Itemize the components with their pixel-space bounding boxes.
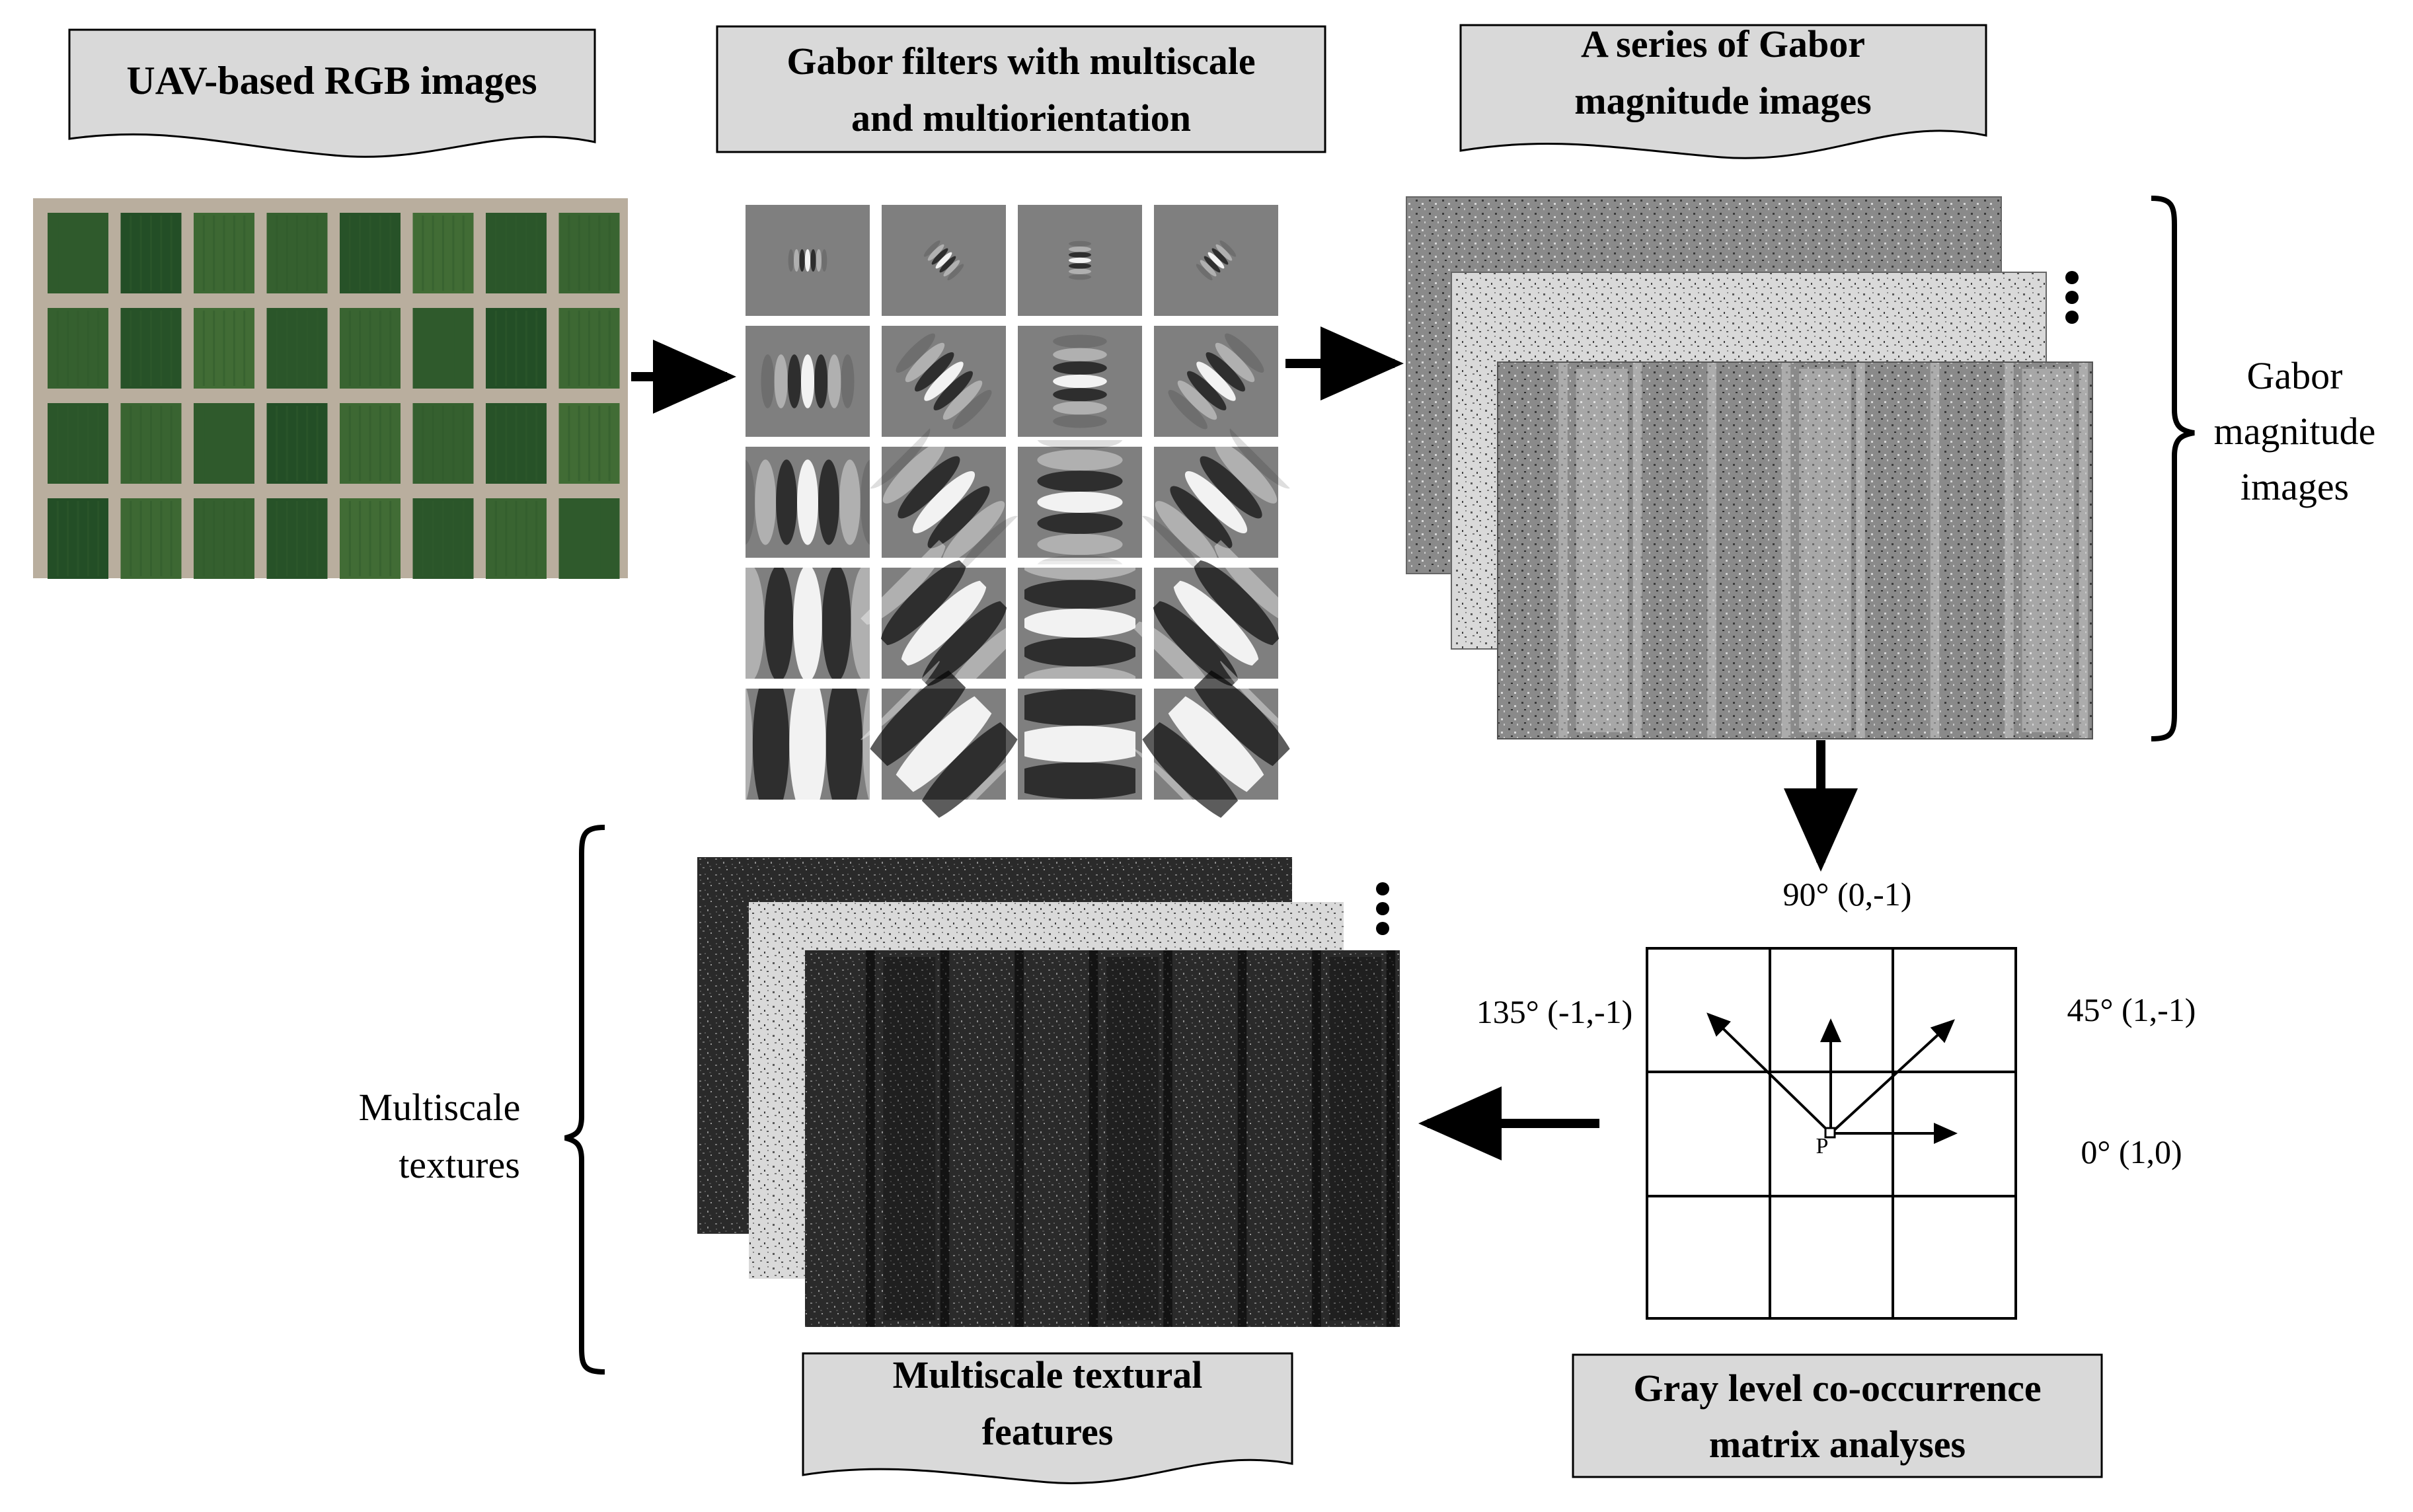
label-uav-images: UAV-based RGB images [68, 28, 596, 158]
uav-images-title: UAV-based RGB images [126, 59, 537, 102]
series-title-line1: A series of Gabor [1581, 22, 1865, 65]
plot-boundary-line [1707, 362, 1716, 739]
magnitude-image-front [1497, 361, 2093, 739]
gabor-filter-kernel [1018, 561, 1142, 685]
glcm-title-line1: Gray level co-occurrence [1633, 1367, 2041, 1410]
textural-title-line2: features [982, 1410, 1114, 1453]
gabor-filter-kernel [1154, 326, 1278, 437]
gabor-filter-kernel [1154, 205, 1278, 316]
plot-region [1329, 957, 1382, 1320]
plot-region [883, 957, 936, 1320]
plot-boundary-line [1312, 950, 1321, 1327]
label-textural-features: Multiscale textural features [802, 1352, 1293, 1484]
textural-feature-stack [697, 857, 1400, 1327]
plot-region [1799, 369, 1851, 732]
uav-rgb-image [33, 198, 628, 579]
gabor-filter-kernel [1018, 682, 1142, 806]
plot-boundary-line [1015, 950, 1024, 1327]
label-series-gabor: A series of Gabor magnitude images [1459, 22, 1987, 159]
texture-image-front [805, 950, 1400, 1327]
gabor-filter-kernel [1018, 205, 1142, 316]
gabor-filter-kernel [746, 447, 870, 558]
direction-90-label: 90° (0,-1) [1783, 876, 1912, 913]
plot-region [2022, 369, 2075, 732]
gabor-filter-kernel [882, 326, 1006, 437]
ellipsis-icon [2065, 271, 2079, 324]
gabor-magnitude-label-line2: magnitude [2214, 410, 2376, 453]
direction-135-label: 135° (-1,-1) [1476, 993, 1633, 1030]
gabor-filters-title-line2: and multiorientation [851, 96, 1191, 139]
ellipsis-icon [1376, 882, 1389, 935]
gabor-magnitude-stack [1406, 196, 2093, 739]
gabor-magnitude-label-line3: images [2241, 465, 2349, 508]
plot-boundary-line [1632, 362, 1642, 739]
series-title-line2: magnitude images [1574, 79, 1872, 122]
center-pixel-marker [1824, 1127, 1836, 1139]
gabor-filter-kernel [746, 326, 870, 437]
label-gabor-filters: Gabor filters with multiscale and multio… [716, 25, 1326, 153]
plot-boundary-line [2005, 362, 2014, 739]
plot-boundary-line [1237, 950, 1247, 1327]
center-pixel-label: P [1816, 1134, 1829, 1158]
glcm-direction-arrows [1706, 1012, 1958, 1144]
plot-boundary-line [1386, 950, 1396, 1327]
field-plot-grid [48, 213, 620, 579]
gabor-filter-kernel [882, 205, 1006, 316]
textural-title-line1: Multiscale textural [893, 1353, 1203, 1396]
gabor-magnitude-label-line1: Gabor [2247, 354, 2343, 397]
right-brace [2151, 196, 2195, 741]
gabor-filter-kernel [868, 426, 1020, 578]
glcm-title-line2: matrix analyses [1709, 1423, 1966, 1466]
gabor-filter-kernel [1140, 426, 1292, 578]
multiscale-textures-label-line1: Multiscale [359, 1086, 521, 1129]
gabor-filter-kernel [1018, 440, 1142, 564]
plot-boundary-line [866, 950, 875, 1327]
direction-45-label: 45° (1,-1) [2067, 991, 2196, 1028]
plot-boundary-line [2079, 362, 2088, 739]
gabor-filters-title-line1: Gabor filters with multiscale [786, 40, 1255, 83]
label-glcm: Gray level co-occurrence matrix analyses [1572, 1353, 2103, 1478]
gabor-filter-kernel [746, 689, 870, 800]
plot-region [1576, 369, 1628, 732]
direction-0-label: 0° (1,0) [2081, 1133, 2182, 1170]
plot-boundary-line [1558, 362, 1568, 739]
gabor-filter-kernel [746, 205, 870, 316]
left-brace [564, 825, 605, 1375]
plot-boundary-line [1163, 950, 1172, 1327]
plot-boundary-line [1089, 950, 1098, 1327]
plot-boundary-line [1856, 362, 1865, 739]
plot-boundary-line [940, 950, 950, 1327]
plot-region [1106, 957, 1159, 1320]
gabor-filter-bank [746, 205, 1299, 827]
multiscale-textures-label-line2: textures [399, 1143, 520, 1186]
glcm-diagram: 90° (0,-1) 135° (-1,-1) 45° (1,-1) 0° (1… [1476, 876, 2196, 1320]
plot-boundary-line [1781, 362, 1791, 739]
gabor-filter-kernel [1018, 326, 1142, 437]
plot-boundary-line [1930, 362, 1940, 739]
gabor-filter-kernel [746, 568, 870, 679]
